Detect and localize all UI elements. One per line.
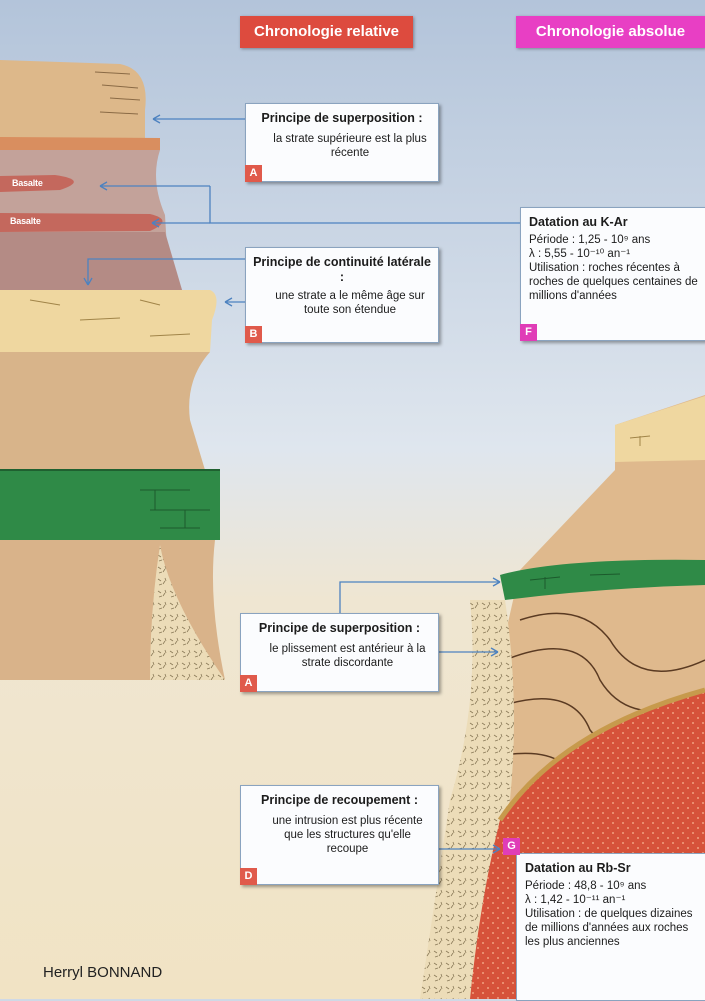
box-title: Principe de superposition : bbox=[246, 111, 438, 126]
tag-f: F bbox=[520, 324, 537, 341]
box-line-utilisation: Utilisation : de quelques dizaines de mi… bbox=[517, 907, 705, 949]
tag-b: B bbox=[245, 326, 262, 343]
box-recoupement: Principe de recoupement : une intrusion … bbox=[240, 785, 439, 885]
tag-a: A bbox=[245, 165, 262, 182]
box-superposition-plissement: Principe de superposition : le plissemen… bbox=[240, 613, 439, 692]
tag-a: A bbox=[240, 675, 257, 692]
box-title: Principe de superposition : bbox=[241, 621, 438, 636]
header-chronologie-relative: Chronologie relative bbox=[240, 16, 413, 48]
author-credit: Herryl BONNAND bbox=[43, 964, 162, 981]
box-line-periode: Période : 48,8 - 10⁹ ans bbox=[517, 879, 705, 893]
box-text: une intrusion est plus récente que les s… bbox=[241, 814, 438, 856]
box-line-periode: Période : 1,25 - 10⁹ ans bbox=[521, 233, 705, 247]
box-line-lambda: λ : 1,42 - 10⁻¹¹ an⁻¹ bbox=[517, 893, 705, 907]
box-continuite-laterale: Principe de continuité latérale : une st… bbox=[245, 247, 439, 343]
stratum-label-basalte-1: Basalte bbox=[12, 178, 43, 188]
tag-d: D bbox=[240, 868, 257, 885]
box-title: Principe de continuité latérale : bbox=[246, 255, 438, 285]
box-text: une strate a le même âge sur toute son é… bbox=[246, 289, 438, 317]
header-chronologie-absolue: Chronologie absolue bbox=[516, 16, 705, 48]
box-superposition-strate: Principe de superposition : la strate su… bbox=[245, 103, 439, 182]
stratum-label-basalte-2: Basalte bbox=[10, 216, 41, 226]
box-text: le plissement est antérieur à la strate … bbox=[241, 642, 438, 670]
box-line-utilisation: Utilisation : roches récentes à roches d… bbox=[521, 261, 705, 303]
box-title: Datation au K-Ar bbox=[521, 215, 705, 230]
box-line-lambda: λ : 5,55 - 10⁻¹⁰ an⁻¹ bbox=[521, 247, 705, 261]
box-text: la strate supérieure est la plus récente bbox=[246, 132, 438, 160]
box-title: Datation au Rb-Sr bbox=[517, 861, 705, 876]
box-datation-k-ar: Datation au K-Ar Période : 1,25 - 10⁹ an… bbox=[520, 207, 705, 341]
box-datation-rb-sr: G Datation au Rb-Sr Période : 48,8 - 10⁹… bbox=[516, 853, 705, 1001]
box-title: Principe de recoupement : bbox=[241, 793, 438, 808]
tag-g: G bbox=[503, 838, 520, 855]
